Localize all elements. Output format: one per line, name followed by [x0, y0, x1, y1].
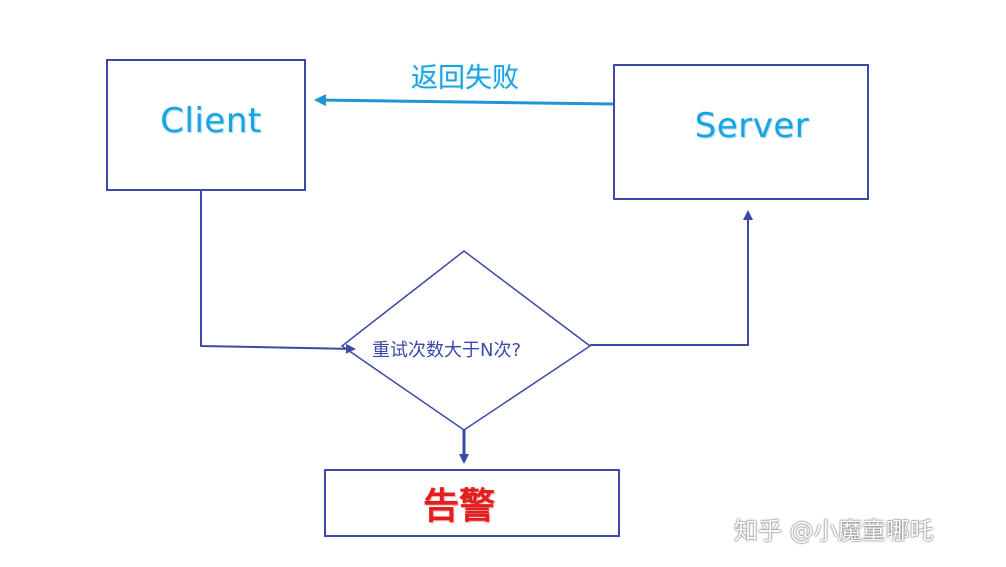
client-label: Client: [160, 101, 262, 141]
alarm-label: 告警: [422, 486, 495, 527]
server-node: Server: [613, 64, 869, 200]
edge-client-to-decision: [200, 191, 356, 354]
alarm-node: 告警: [324, 469, 620, 537]
edge-decision-to-server: [590, 210, 753, 346]
edge-server-to-client: [314, 94, 614, 107]
client-node: Client: [106, 59, 306, 191]
decision-label: 重试次数大于N次?: [372, 340, 522, 361]
server-label: Server: [694, 106, 810, 146]
watermark-text: 知乎 @小魔童哪吒: [734, 517, 934, 545]
edge-label-return-failure: 返回失败: [411, 63, 519, 94]
